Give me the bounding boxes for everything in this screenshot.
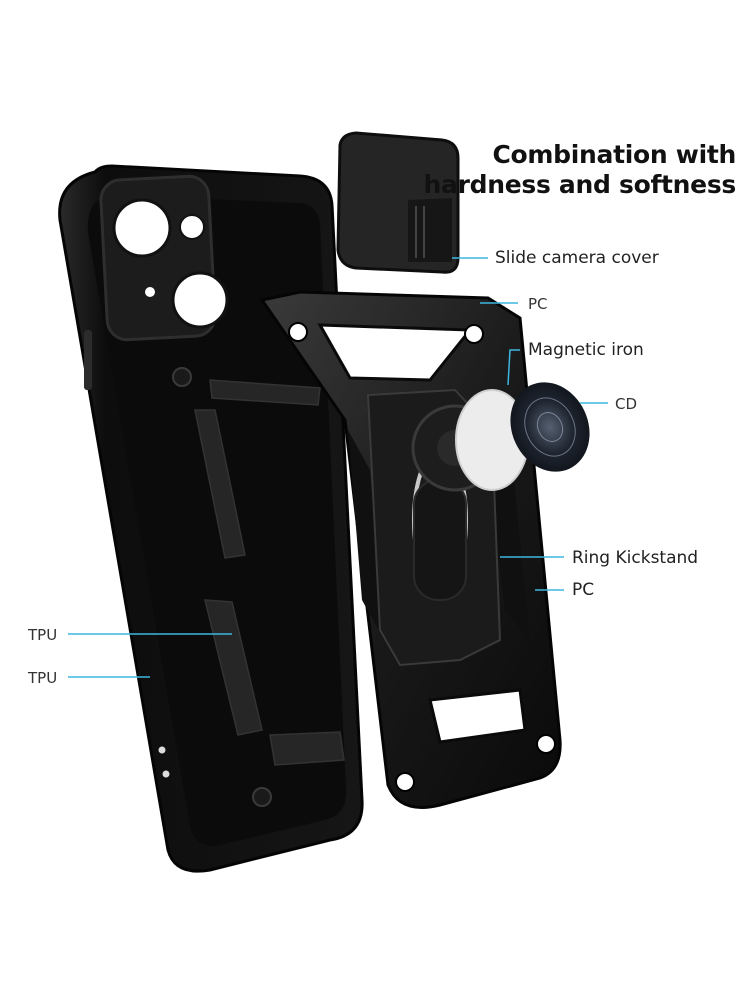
camera-lens-hole-1 [112, 198, 172, 258]
label-tpu-lower: TPU [28, 669, 58, 687]
slide-camera-cover [336, 131, 460, 274]
label-cd: CD [615, 395, 638, 413]
callout-line-magnetic-iron [507, 349, 520, 386]
headline-line-1: Combination with [492, 140, 736, 169]
label-tpu-upper: TPU [28, 626, 58, 644]
cd-disc [510, 382, 590, 472]
camera-lens-hole-3 [171, 271, 229, 329]
camera-lens-hole-2 [179, 214, 205, 240]
callout-lines [68, 257, 608, 678]
label-slide-camera-cover: Slide camera cover [495, 248, 659, 268]
headline-line-2: hardness and softness [423, 170, 737, 199]
headline: Combination with hardness and softness [423, 140, 737, 200]
side-button [84, 330, 92, 390]
label-pc-bottom: PC [572, 580, 595, 600]
label-ring-kickstand: Ring Kickstand [572, 548, 699, 568]
tpu-phone-case [58, 164, 364, 873]
label-pc-top: PC [528, 295, 548, 313]
label-magnetic-iron: Magnetic iron [528, 340, 644, 360]
